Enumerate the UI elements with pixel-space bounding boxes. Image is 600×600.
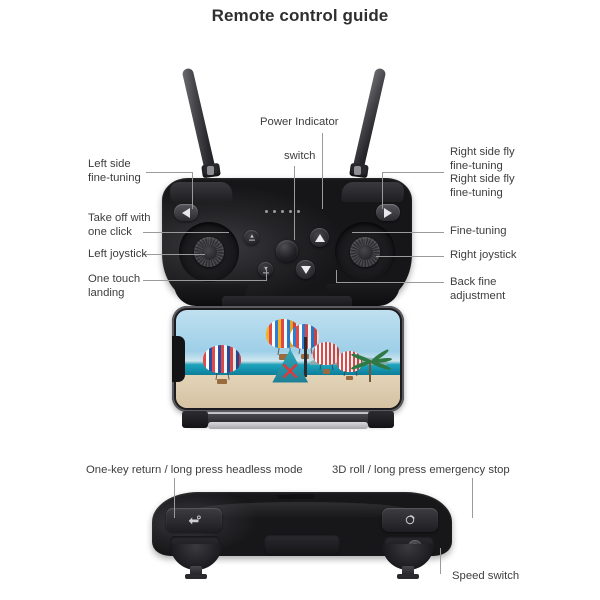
battery-compartment (264, 534, 340, 556)
right-stick-post (402, 566, 414, 576)
smartphone-mockup (172, 306, 404, 412)
led-dot (289, 210, 292, 213)
tent-pole (303, 337, 307, 377)
page-title: Remote control guide (211, 6, 389, 25)
leader-switch (294, 166, 295, 240)
left-joystick-knob[interactable] (194, 237, 224, 267)
leader-right-joystick (376, 256, 444, 257)
one-key-return-button[interactable] (166, 508, 222, 532)
palm-tree (350, 347, 392, 383)
power-switch-button[interactable] (276, 240, 298, 262)
label-right-side-fly-fine-tuning: Right side fly fine-tuning Right side fl… (450, 146, 515, 199)
balloon-rope (343, 370, 345, 377)
balloon-envelope (202, 345, 241, 374)
left-antenna-hinge (207, 166, 214, 175)
return-home-icon (188, 515, 201, 525)
balloon-rope (227, 372, 230, 380)
left-stick-post (190, 566, 202, 576)
power-indicator-leds (265, 210, 300, 213)
leader-3d-roll (472, 478, 473, 518)
label-speed-switch: Speed switch (452, 570, 520, 582)
leader-back-fine-adjustment-v (336, 270, 337, 283)
led-dot (297, 210, 300, 213)
led-dot (281, 210, 284, 213)
3d-roll-button[interactable] (382, 508, 438, 532)
label-back-fine-adjustment: Back fine adjustment (450, 276, 506, 302)
right-stick-foot (397, 574, 419, 579)
leader-left-joystick (143, 254, 205, 255)
up-arrow-icon (314, 233, 325, 242)
fine-tuning-up-button[interactable] (310, 228, 329, 247)
left-stick-foot (185, 574, 207, 579)
label-one-touch-landing: One touch landing (88, 273, 141, 299)
left-shoulder-housing (168, 182, 234, 202)
hot-air-balloon (202, 345, 241, 385)
rear-vent (290, 494, 314, 499)
balloon-rope (298, 348, 301, 355)
leader-take-off (143, 232, 229, 233)
phone-screen (176, 310, 400, 408)
leader-back-fine-adjustment-h (336, 282, 444, 283)
label-right-joystick: Right joystick (450, 249, 517, 261)
label-left-side-fine-tuning: Left side fine-tuning (88, 158, 141, 184)
balloon-rope (319, 364, 322, 370)
leader-right-side-fine-tuning-v (382, 172, 383, 209)
right-joystick-knob[interactable] (350, 237, 380, 267)
led-dot (265, 210, 268, 213)
remote-controller-front-view (162, 67, 412, 306)
label-3d-roll: 3D roll / long press emergency stop (332, 464, 510, 476)
controller-rear-body (152, 492, 452, 579)
left-joystick[interactable] (179, 222, 239, 282)
right-shoulder-housing (340, 182, 406, 202)
left-arrow-icon (182, 207, 190, 218)
balloon-basket (346, 375, 353, 380)
label-one-key-return: One-key return / long press headless mod… (86, 464, 303, 476)
label-power-indicator: Power Indicator (260, 116, 339, 128)
balloon-envelope (312, 342, 340, 365)
right-joystick[interactable] (335, 222, 395, 282)
left-antenna (181, 67, 216, 173)
leader-one-key-return (174, 478, 175, 518)
palm-frond (350, 359, 372, 371)
leader-one-touch-landing-h (143, 280, 266, 281)
leader-fine-tuning (352, 232, 444, 233)
label-left-joystick: Left joystick (88, 248, 148, 260)
down-arrow-icon (300, 265, 311, 274)
3d-roll-icon (405, 515, 415, 525)
label-take-off-one-click: Take off with one click (88, 212, 151, 238)
hot-air-balloon (312, 342, 340, 374)
leader-speed-switch (440, 548, 441, 574)
leader-left-side-fine-tuning (146, 172, 192, 173)
remote-controller-rear-view (152, 492, 452, 579)
phone-holder-bar (208, 422, 368, 429)
label-switch: switch (284, 150, 316, 162)
label-fine-tuning: Fine-tuning (450, 225, 507, 237)
balloon-rope (331, 364, 334, 370)
leader-left-side-fine-tuning-v (192, 172, 193, 209)
left-side-fine-tuning-button[interactable] (174, 204, 198, 221)
balloon-basket (216, 378, 227, 385)
leader-right-side-fine-tuning (382, 172, 444, 173)
rear-vent-small (278, 495, 294, 499)
one-touch-landing-button[interactable] (258, 262, 273, 277)
phone-notch (172, 336, 185, 382)
balloon-basket (278, 354, 289, 360)
right-arrow-icon (384, 207, 392, 218)
balloon-basket (322, 369, 330, 374)
takeoff-icon (248, 233, 255, 240)
leader-power-indicator (322, 133, 323, 209)
right-antenna-hinge (354, 166, 361, 175)
leader-one-touch-landing-v (266, 268, 267, 281)
take-off-button[interactable] (244, 230, 259, 245)
palm-trunk (369, 360, 372, 383)
led-dot (273, 210, 276, 213)
landing-icon (262, 266, 269, 273)
right-side-fine-tuning-button[interactable] (376, 204, 400, 221)
back-fine-adjustment-button[interactable] (296, 260, 315, 279)
phone-holder-clamp (182, 411, 394, 428)
